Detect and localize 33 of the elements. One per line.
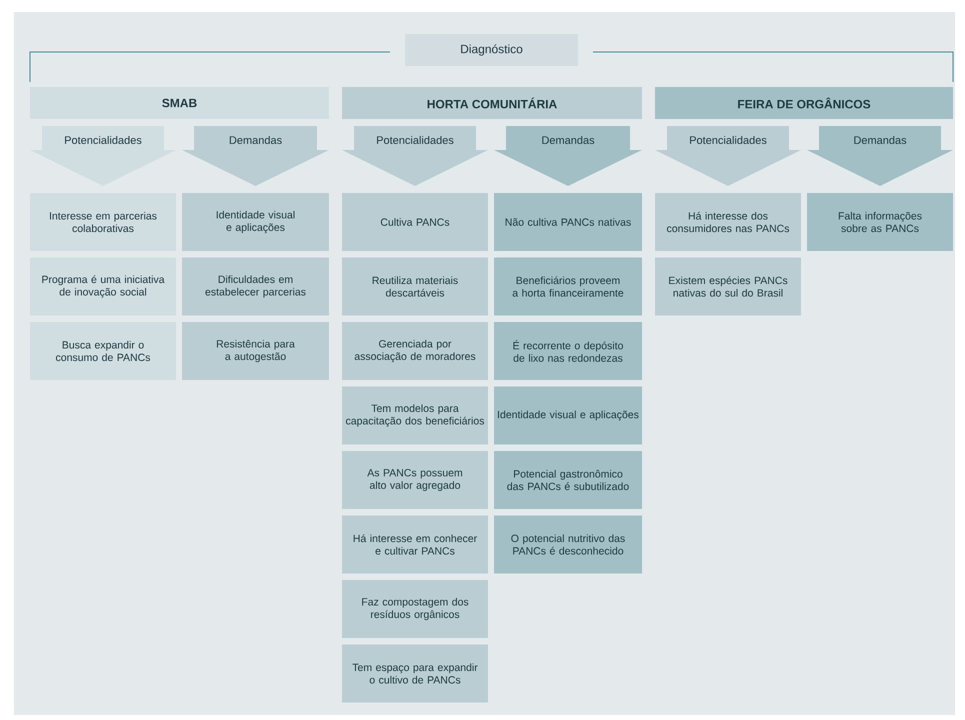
item-box: Faz compostagem dos resíduos orgânicos bbox=[342, 580, 488, 638]
item-box: As PANCs possuem alto valor agregado bbox=[342, 451, 488, 509]
item-box: Resistência para a autogestão bbox=[182, 322, 329, 380]
item-box: Gerenciada por associação de moradores bbox=[342, 322, 488, 380]
item-box: Identidade visual e aplicações bbox=[182, 193, 329, 251]
column-heading: Potencialidades bbox=[30, 126, 176, 186]
item-box: Potencial gastronômico das PANCs é subutilizado bbox=[494, 451, 642, 509]
title-box: Diagnóstico bbox=[405, 34, 578, 66]
item-box: Interesse em parcerias colaborativas bbox=[30, 193, 176, 251]
item-box: Tem espaço para expandir o cultivo de PANCs bbox=[342, 644, 488, 702]
item-box: Busca expandir o consumo de PANCs bbox=[30, 322, 176, 380]
item-box: Programa é uma iniciativa de inovação social bbox=[30, 258, 176, 316]
header-band: FEIRA DE ORGÂNICOS bbox=[655, 87, 954, 119]
item-box: Há interesse dos consumidores nas PANCs bbox=[655, 193, 802, 251]
item-box: Cultiva PANCs bbox=[342, 193, 488, 251]
column-heading: Potencialidades bbox=[342, 126, 488, 186]
column-heading: Potencialidades bbox=[655, 126, 802, 186]
item-box: Dificuldades em estabelecer parcerias bbox=[182, 258, 329, 316]
item-box: O potencial nutritivo das PANCs é desconhecido bbox=[494, 516, 642, 574]
header-band: SMAB bbox=[30, 87, 329, 119]
item-box: É recorrente o depósito de lixo nas redondezas bbox=[494, 322, 642, 380]
item-box: Não cultiva PANCs nativas bbox=[494, 193, 642, 251]
item-box: Identidade visual e aplicações bbox=[494, 386, 642, 444]
header-band: HORTA COMUNITÁRIA bbox=[342, 87, 642, 119]
column-heading: Demandas bbox=[182, 126, 329, 186]
item-box: Beneficiários proveem a horta financeiramente bbox=[494, 258, 642, 316]
column-heading: Demandas bbox=[807, 126, 954, 186]
item-box: Há interesse em conhecer e cultivar PANCs bbox=[342, 516, 488, 574]
item-box: Reutiliza materiais descartáveis bbox=[342, 258, 488, 316]
column-heading: Demandas bbox=[494, 126, 642, 186]
item-box: Existem espécies PANCs nativas do sul do Brasil bbox=[655, 258, 802, 316]
item-box: Falta informações sobre as PANCs bbox=[807, 193, 954, 251]
item-box: Tem modelos para capacitação dos beneficiários bbox=[342, 386, 488, 444]
